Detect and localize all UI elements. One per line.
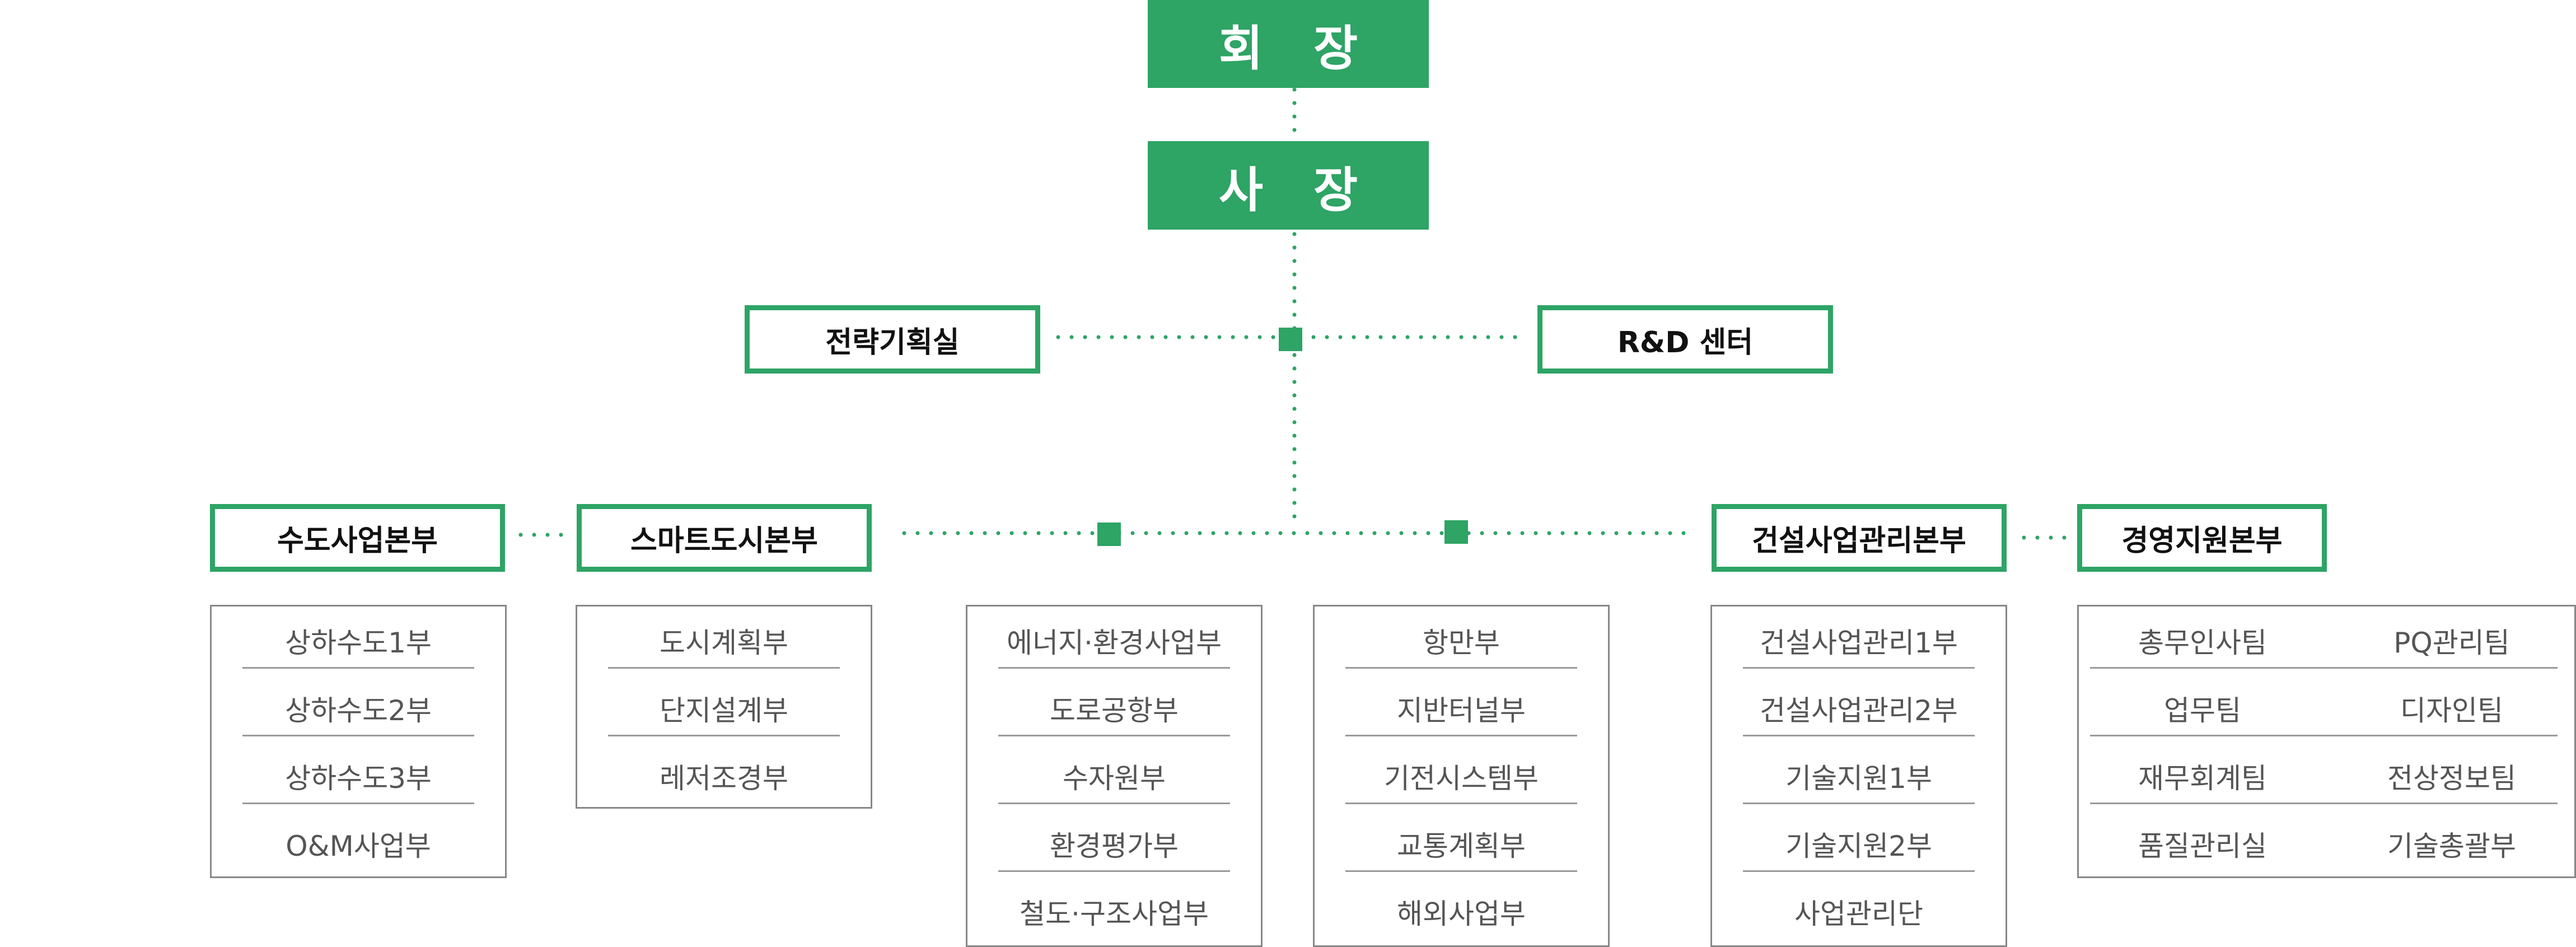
list-item: 도시계획부	[660, 627, 788, 659]
list-item: 도로공항부	[1050, 694, 1179, 727]
list-item: 단지설계부	[660, 694, 788, 727]
list-item: 상하수도3부	[285, 762, 432, 795]
junction-marker	[1097, 523, 1121, 546]
chairman-char-1: 회	[1218, 21, 1263, 77]
junction-marker	[1279, 328, 1302, 351]
divider	[242, 735, 474, 736]
list-item: 교통계획부	[1397, 830, 1526, 862]
list-item: 항만부	[1423, 627, 1500, 659]
divider	[998, 667, 1230, 669]
divider	[1345, 667, 1577, 669]
strategy-planning-office: 전략기획실	[745, 305, 1040, 374]
list-item: 에너지·환경사업부	[1007, 627, 1222, 659]
list-item: PQ관리팀	[2393, 627, 2510, 659]
divider	[1743, 803, 1975, 804]
list-item: 기전시스템부	[1384, 762, 1539, 795]
department-list-energy: 에너지·환경사업부 도로공항부 수자원부 환경평가부 철도·구조사업부	[966, 605, 1263, 947]
division-smart-city: 스마트도시본부	[577, 504, 872, 572]
divider	[2090, 667, 2558, 669]
division-construction-management: 건설사업관리본부	[1712, 504, 2007, 572]
list-item: 환경평가부	[1050, 830, 1179, 862]
department-list-smart-city: 도시계획부 단지설계부 레저조경부	[576, 605, 872, 809]
list-item: 지반터널부	[1397, 694, 1526, 727]
divider	[242, 667, 474, 669]
list-item: 품질관리실	[2138, 830, 2267, 862]
divider	[2090, 803, 2558, 804]
list-item: 전상정보팀	[2387, 762, 2516, 795]
divider	[242, 803, 474, 804]
list-item: 레저조경부	[660, 762, 788, 795]
divider	[1345, 870, 1577, 872]
list-item: 수자원부	[1063, 762, 1166, 795]
list-item: 기술총괄부	[2387, 830, 2516, 862]
department-list-construction: 건설사업관리1부 건설사업관리2부 기술지원1부 기술지원2부 사업관리단	[1710, 605, 2007, 947]
list-item: 기술지원2부	[1785, 830, 1932, 862]
list-item: 기술지원1부	[1785, 762, 1932, 795]
president-char-1: 사	[1218, 162, 1263, 218]
list-item: 디자인팀	[2400, 694, 2503, 727]
divider	[998, 803, 1230, 804]
list-item: 철도·구조사업부	[1020, 898, 1209, 930]
divider	[998, 870, 1230, 872]
list-item: 상하수도1부	[285, 627, 432, 659]
divider	[608, 667, 840, 669]
divider	[1743, 870, 1975, 872]
list-item: 건설사업관리1부	[1760, 627, 1958, 659]
divider	[2090, 735, 2558, 736]
list-item: 해외사업부	[1397, 898, 1526, 930]
divider	[1743, 735, 1975, 736]
division-water: 수도사업본부	[210, 504, 505, 572]
divider	[1345, 735, 1577, 736]
list-item: 사업관리단	[1794, 898, 1923, 930]
list-item: 상하수도2부	[285, 694, 432, 727]
chairman-char-2: 장	[1313, 21, 1358, 77]
department-list-water: 상하수도1부 상하수도2부 상하수도3부 O&M사업부	[210, 605, 507, 878]
rnd-center: R&D 센터	[1537, 305, 1833, 374]
divider	[608, 735, 840, 736]
president-char-2: 장	[1313, 162, 1358, 218]
divider	[998, 735, 1230, 736]
list-item: O&M사업부	[286, 830, 431, 862]
divider	[1743, 667, 1975, 669]
department-list-port: 항만부 지반터널부 기전시스템부 교통계획부 해외사업부	[1313, 605, 1610, 947]
division-management-support: 경영지원본부	[2077, 504, 2327, 572]
list-item: 재무회계팀	[2138, 762, 2267, 795]
team-list-management-support: 총무인사팀 PQ관리팀 업무팀 디자인팀 재무회계팀 전상정보팀 품질관리실 기…	[2077, 605, 2576, 878]
list-item: 총무인사팀	[2138, 627, 2267, 659]
junction-marker	[1444, 520, 1468, 544]
divider	[1345, 803, 1577, 804]
list-item: 업무팀	[2164, 694, 2241, 727]
list-item: 건설사업관리2부	[1760, 694, 1958, 727]
